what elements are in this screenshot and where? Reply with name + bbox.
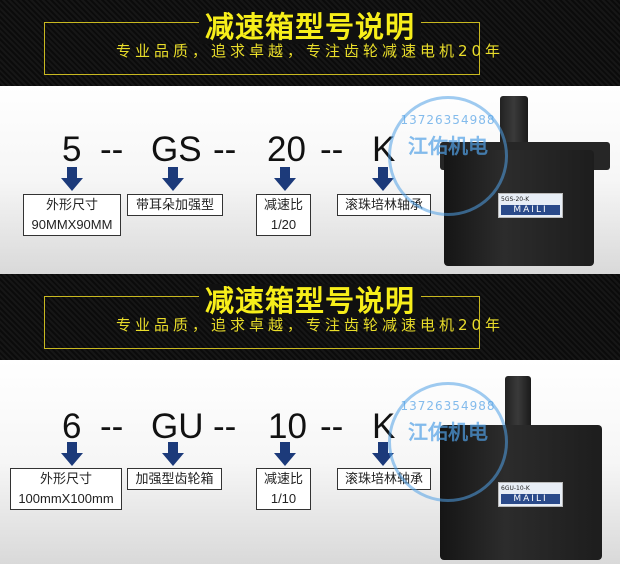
label-text: 带耳朵加强型 <box>135 197 214 212</box>
watermark-stamp: 13726354988 江佑机电 <box>388 96 508 216</box>
stamp-name: 江佑机电 <box>408 134 488 158</box>
code-sep: -- <box>320 130 344 169</box>
code-sep: -- <box>100 407 124 446</box>
code-type: GS <box>151 130 202 169</box>
code-ratio: 20 <box>267 130 306 169</box>
arrow-down-icon <box>61 167 83 191</box>
arrow-down-icon <box>274 167 296 191</box>
arrow-down-icon <box>372 442 394 466</box>
label-text: 减速比 <box>263 471 303 486</box>
code-type: GU <box>151 407 204 446</box>
arrow-down-icon <box>274 442 296 466</box>
label-text: 外形尺寸 <box>45 197 98 212</box>
code-sep: -- <box>100 130 124 169</box>
banner-title: 减速箱型号说明 <box>198 284 421 318</box>
stamp-name: 江佑机电 <box>408 420 488 444</box>
brand-logo: MAILI <box>501 494 560 504</box>
label-text: 加强型齿轮箱 <box>135 471 214 486</box>
label-ratio: 减速比 1/10 <box>256 468 311 510</box>
header-banner-2: 减速箱型号说明 专业品质，追求卓越，专注齿轮减速电机20年 <box>0 274 620 360</box>
arrow-down-icon <box>162 167 184 191</box>
banner-title: 减速箱型号说明 <box>198 10 421 44</box>
label-ratio: 减速比 1/20 <box>256 194 311 236</box>
stamp-phone: 13726354988 <box>400 113 496 127</box>
arrow-down-icon <box>162 442 184 466</box>
label-size: 外形尺寸 100mmX100mm <box>10 468 122 510</box>
stamp-phone: 13726354988 <box>400 399 496 413</box>
arrow-down-icon <box>372 167 394 191</box>
label-value: 1/20 <box>270 217 297 232</box>
label-size: 外形尺寸 90MMX90MM <box>23 194 121 236</box>
label-type: 加强型齿轮箱 <box>127 468 222 490</box>
label-value: 100mmX100mm <box>18 491 114 506</box>
code-sep: -- <box>320 407 344 446</box>
header-banner-1: 减速箱型号说明 专业品质，追求卓越，专注齿轮减速电机20年 <box>0 0 620 86</box>
code-sep: -- <box>213 407 237 446</box>
brand-logo: MAILI <box>501 205 560 215</box>
code-size: 6 <box>62 407 82 446</box>
code-size: 5 <box>62 130 82 169</box>
label-text: 外形尺寸 <box>39 471 92 486</box>
model-label: 5GS-20-K <box>501 196 530 203</box>
arrow-down-icon <box>61 442 83 466</box>
label-text: 减速比 <box>263 197 303 212</box>
banner-subtitle: 专业品质，追求卓越，专注齿轮减速电机20年 <box>115 316 505 334</box>
label-type: 带耳朵加强型 <box>127 194 223 216</box>
code-ratio: 10 <box>268 407 307 446</box>
label-value: 1/10 <box>270 491 297 506</box>
watermark-stamp: 13726354988 江佑机电 <box>388 382 508 502</box>
model-label: 6GU-10-K <box>501 485 530 492</box>
label-text: 滚珠培林轴承 <box>344 197 423 212</box>
code-sep: -- <box>213 130 237 169</box>
label-value: 90MMX90MM <box>31 217 113 232</box>
banner-subtitle: 专业品质，追求卓越，专注齿轮减速电机20年 <box>115 42 505 60</box>
